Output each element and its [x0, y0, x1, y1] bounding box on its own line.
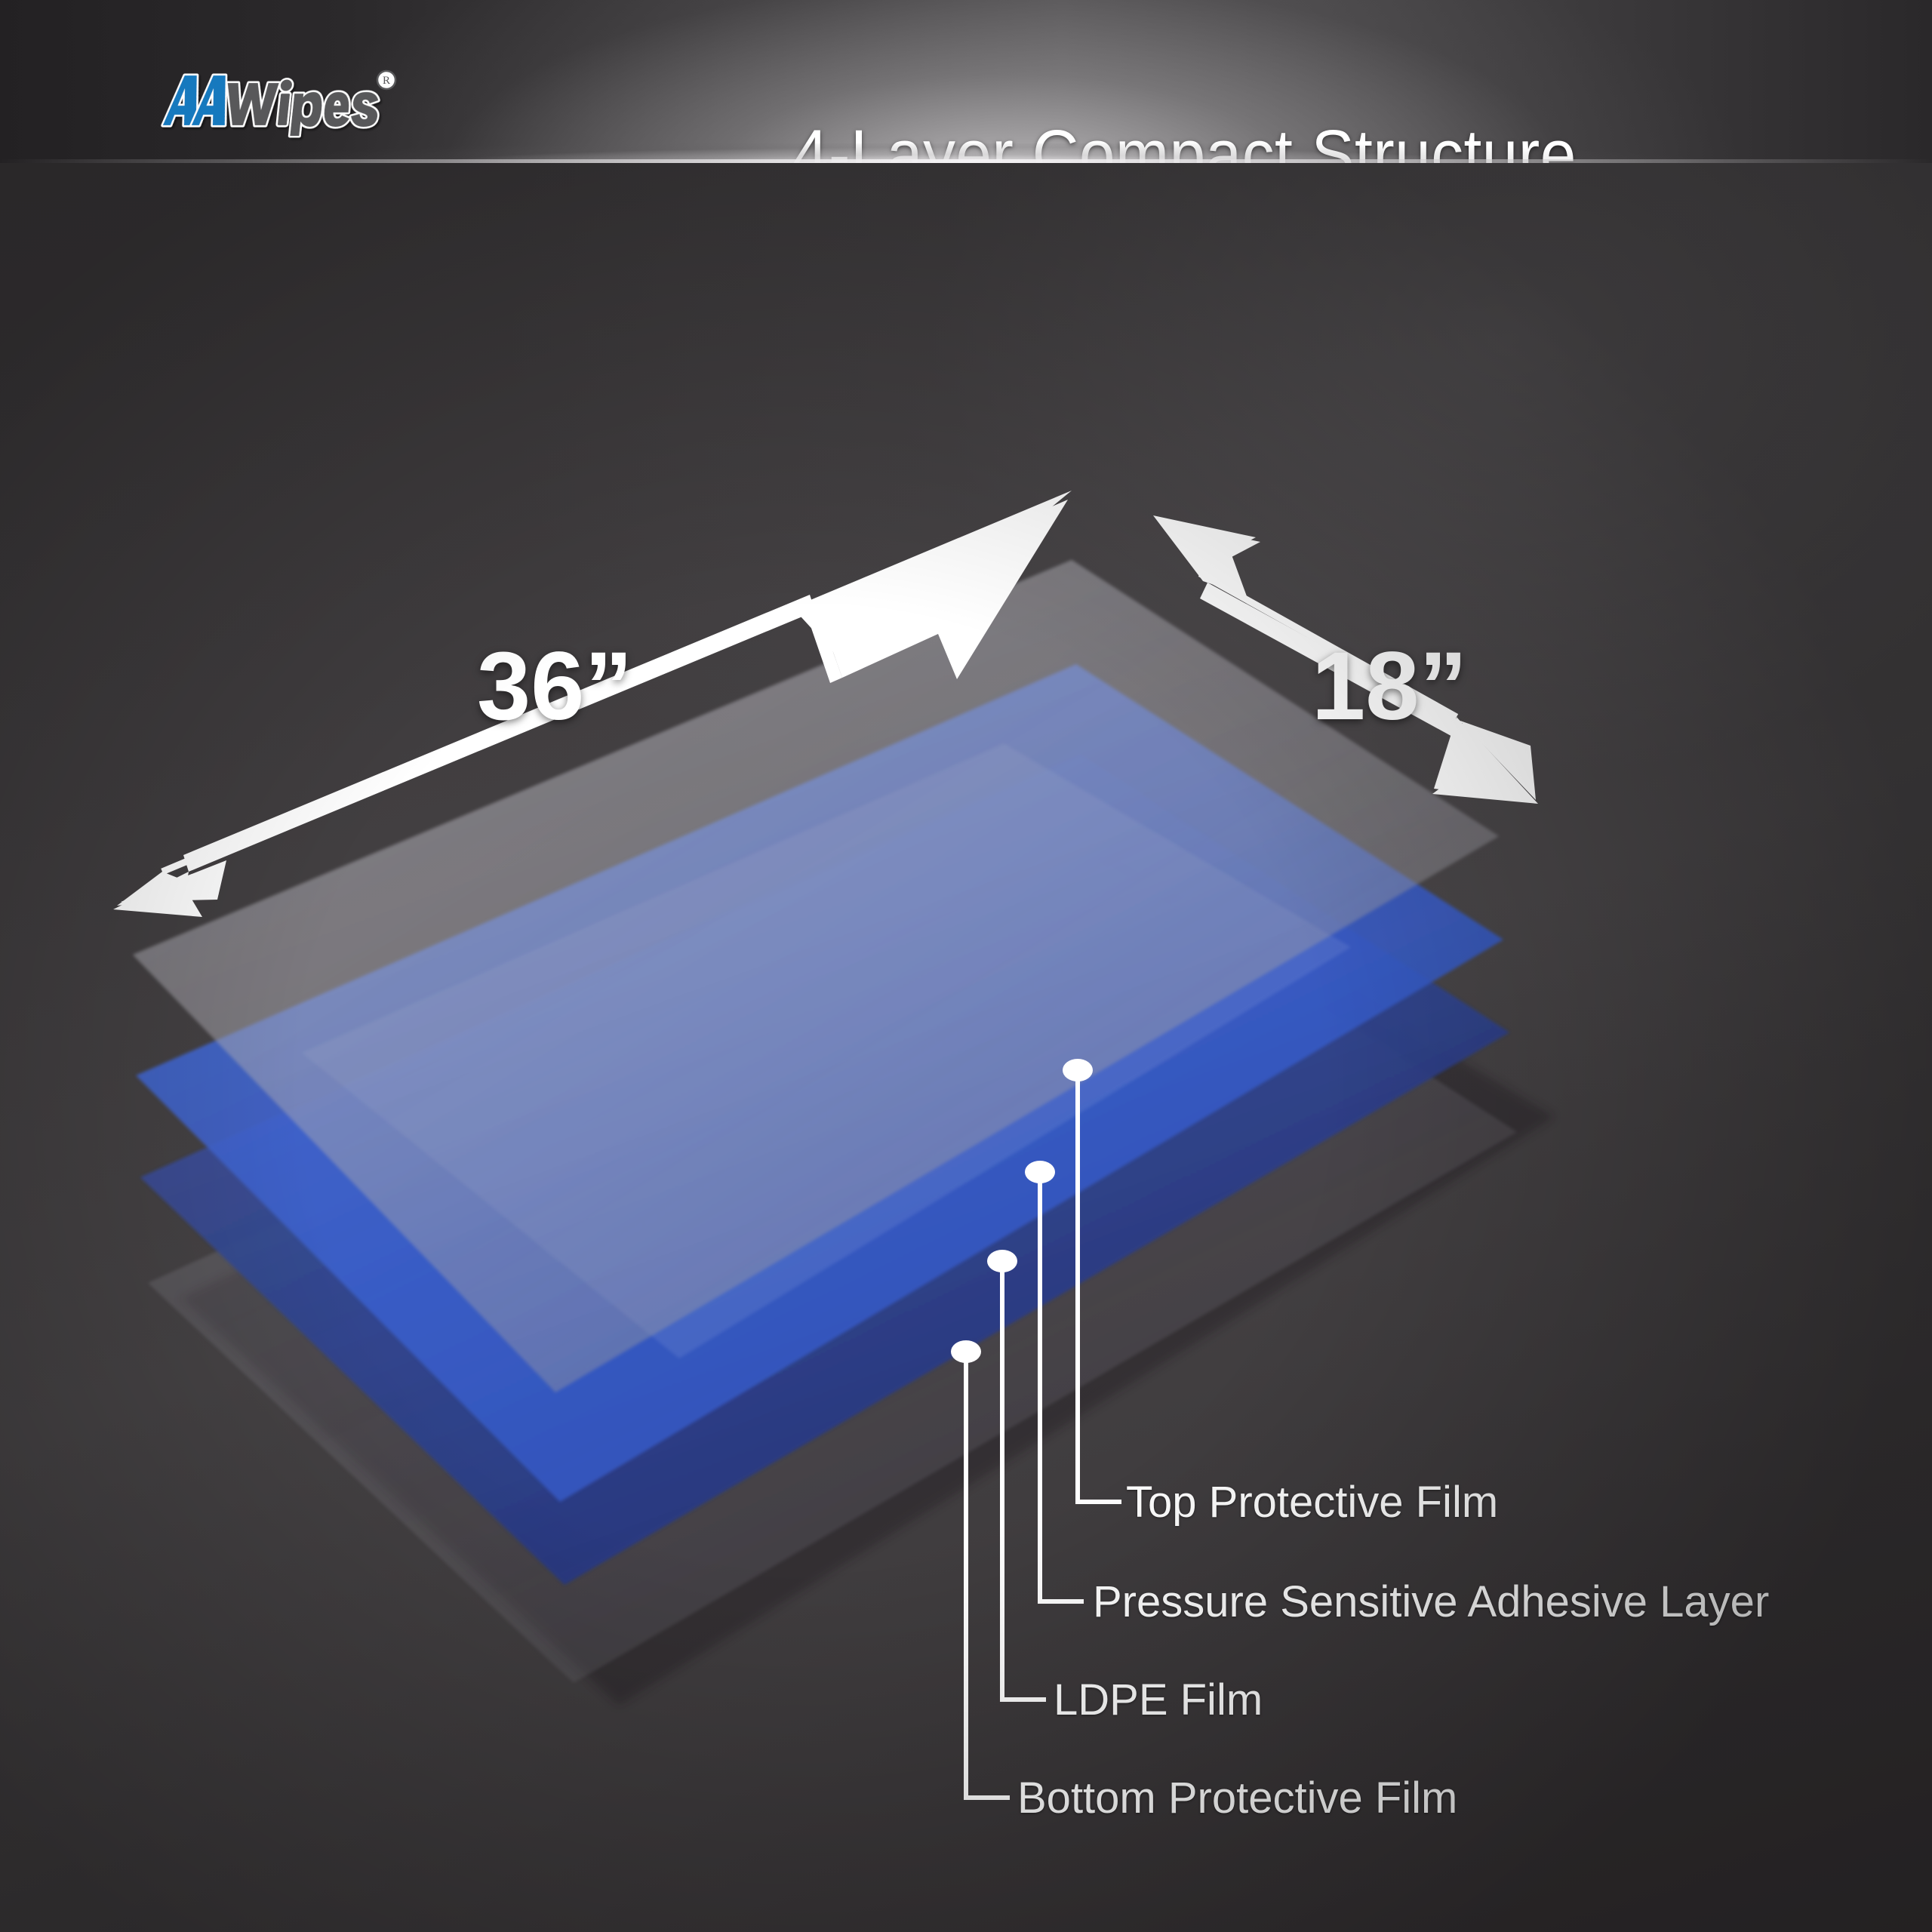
- header-divider: [0, 159, 1932, 163]
- leader-bottom-protective-film: [964, 1362, 1010, 1800]
- dimension-label-width: 18”: [1312, 632, 1468, 740]
- callout-label-ldpe-film: LDPE Film: [1054, 1675, 1263, 1724]
- callout-label-top-protective-film: Top Protective Film: [1126, 1478, 1499, 1527]
- leader-pressure-sensitive-adhesive: [1038, 1183, 1084, 1604]
- callout-dot-ldpe-film: [987, 1250, 1017, 1272]
- callout-leaders: [964, 1081, 1121, 1800]
- callout-dot-bottom-protective-film: [951, 1340, 981, 1363]
- callout-label-bottom-protective-film: Bottom Protective Film: [1017, 1774, 1458, 1823]
- header-bar: R 4-Layer Compact Structure: [0, 0, 1932, 163]
- leader-ldpe-film: [1000, 1272, 1046, 1702]
- dimension-label-length: 36”: [477, 632, 633, 740]
- dimension-arrows-overlay: [113, 500, 1538, 917]
- aawipes-logo: R: [148, 66, 397, 138]
- svg-text:R: R: [383, 75, 390, 87]
- registered-trademark-icon: R: [376, 69, 397, 91]
- logo-mark-aa: [161, 73, 228, 128]
- callout-dot-top-protective-film: [1063, 1059, 1093, 1081]
- layer-top-protective-film: [133, 560, 1499, 1392]
- logo-mark-wipes: [226, 78, 380, 138]
- callout-dots: [951, 1059, 1093, 1363]
- callout-dot-pressure-sensitive-adhesive: [1025, 1161, 1055, 1183]
- leader-top-protective-film: [1075, 1081, 1121, 1504]
- callout-label-pressure-sensitive-adhesive: Pressure Sensitive Adhesive Layer: [1093, 1577, 1770, 1626]
